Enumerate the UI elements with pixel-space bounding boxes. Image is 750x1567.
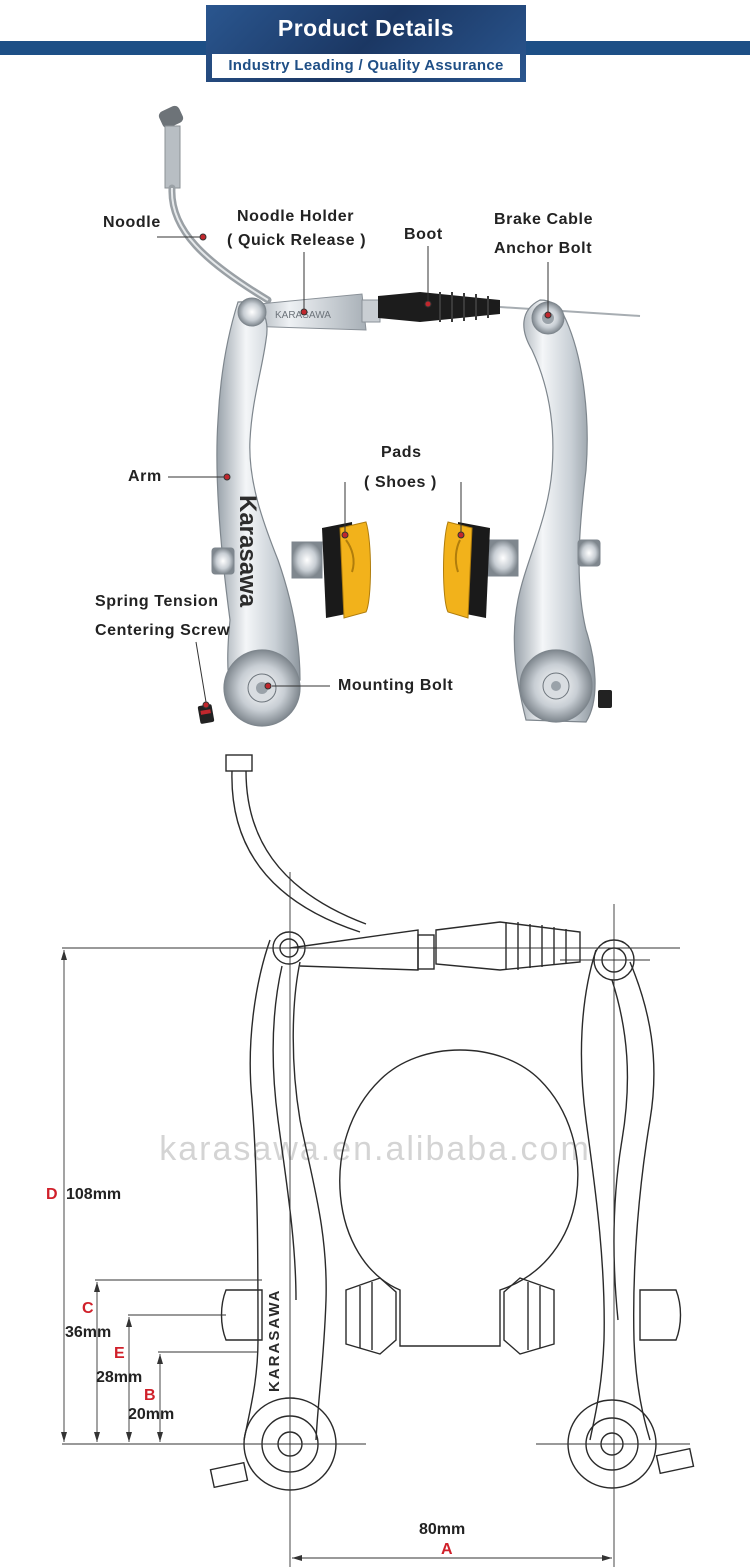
page-title: Product Details [277, 15, 455, 41]
brake-photo: KARASAWA Karasawa [157, 105, 641, 727]
label-brake-cable: Brake Cable [494, 211, 594, 228]
photo-leaders [157, 233, 552, 709]
dim-b-letter: B [144, 1387, 156, 1404]
label-arm: Arm [128, 468, 162, 485]
label-boot: Boot [404, 226, 443, 243]
noodle-print: KARASAWA [275, 310, 331, 321]
label-mounting-bolt: Mounting Bolt [338, 677, 454, 694]
label-noodle-holder: Noodle Holder [237, 208, 355, 225]
dim-c-value: 36mm [65, 1324, 112, 1341]
drawing-brand: KARASAWA [266, 1288, 283, 1392]
noodle-part [158, 105, 272, 304]
label-spring-tension: Spring Tension [95, 593, 219, 610]
label-shoes: ( Shoes ) [364, 474, 437, 491]
label-quick-release: ( Quick Release ) [227, 232, 367, 249]
dim-d-value: 108mm [66, 1186, 122, 1203]
arm-brand: Karasawa [234, 495, 261, 608]
header-banner: Product Details Industry Leading / Quali… [206, 5, 526, 82]
dim-c-letter: C [82, 1300, 94, 1317]
dim-e-value: 28mm [96, 1369, 143, 1386]
left-arm-part: Karasawa [197, 297, 301, 727]
page-subtitle: Industry Leading / Quality Assurance [212, 54, 520, 78]
dim-d-letter: D [46, 1186, 58, 1203]
label-centering-screw: Centering Screw [95, 622, 231, 639]
right-pad-part [443, 521, 519, 619]
dim-a-value: 80mm [419, 1521, 466, 1538]
label-noodle: Noodle [103, 214, 161, 231]
dim-b-value: 20mm [128, 1406, 175, 1423]
label-pads: Pads [381, 444, 422, 461]
dim-a-letter: A [441, 1541, 453, 1558]
watermark: karasawa.en.alibaba.com [159, 1130, 591, 1168]
boot-part [378, 292, 641, 322]
left-pad-part [291, 521, 371, 619]
right-arm-part [513, 299, 612, 723]
label-anchor-bolt: Anchor Bolt [494, 240, 593, 257]
dim-e-letter: E [114, 1345, 125, 1362]
